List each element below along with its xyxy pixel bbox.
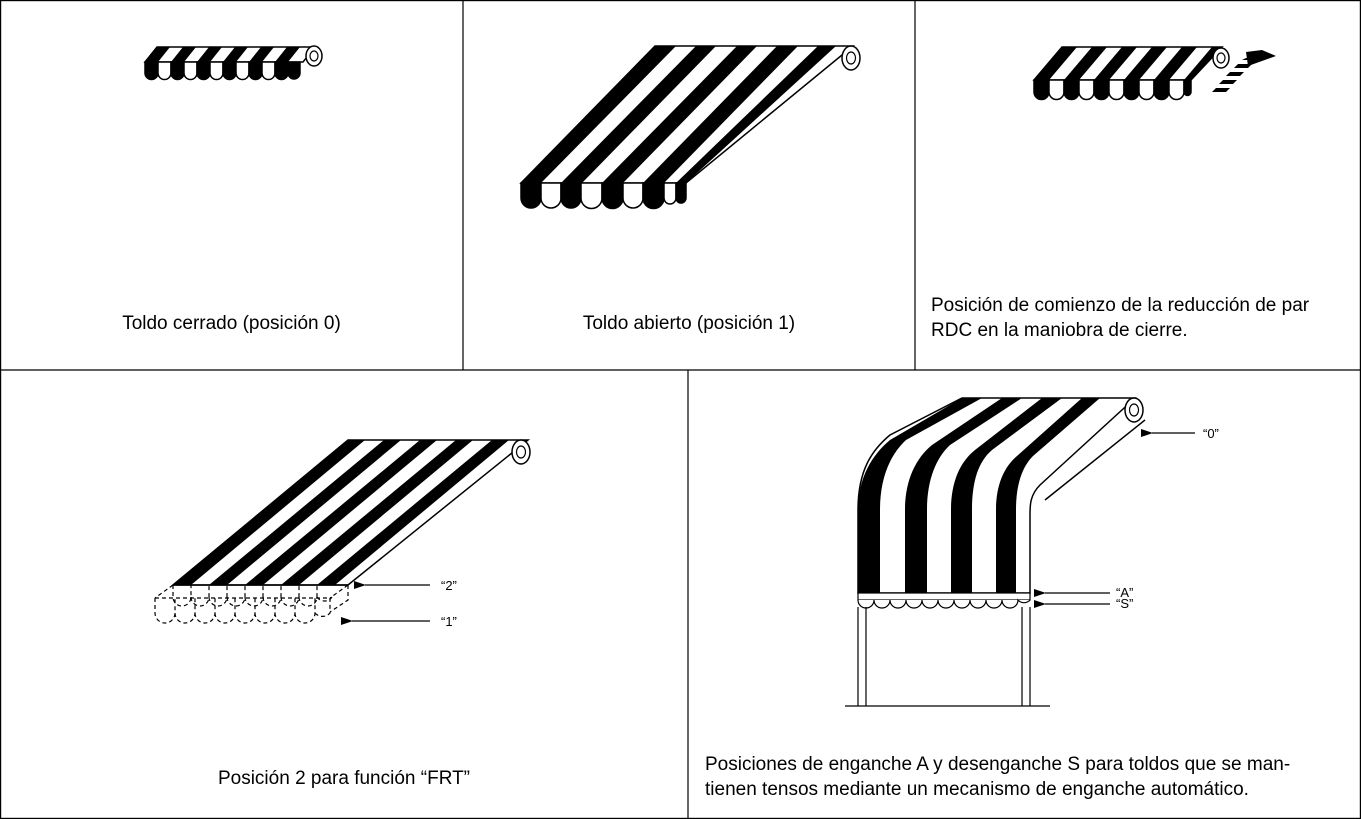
caption-closed: Toldo cerrado (posición 0): [122, 313, 341, 334]
label-S: “S”: [1116, 596, 1133, 611]
caption-lock: Posiciones de enganche A y desenganche S…: [705, 752, 1355, 802]
label-0: “0”: [1203, 426, 1219, 441]
caption-rdc-line1: Posición de comienzo de la reducción de …: [931, 295, 1310, 316]
caption-rdc-line2: RDC en la maniobra de cierre.: [931, 320, 1188, 341]
rdc-awning-illustration: [1032, 46, 1276, 101]
closed-awning-illustration: [143, 45, 323, 81]
caption-lock-line2: tienen tensos mediante un mecanismo de e…: [705, 779, 1249, 800]
label-A: “A”: [1116, 585, 1133, 600]
frt-awning-illustration: “2” “1”: [154, 439, 531, 629]
closing-direction-arrow-icon: [1212, 50, 1276, 92]
caption-rdc: Posición de comienzo de la reducción de …: [931, 293, 1356, 343]
caption-lock-line1: Posiciones de enganche A y desenganche S…: [705, 754, 1291, 775]
lock-awning-illustration: “0” “A” “S”: [845, 397, 1219, 707]
caption-open: Toldo abierto (posición 1): [582, 313, 796, 334]
label-2: “2”: [441, 578, 457, 593]
label-1: “1”: [441, 614, 457, 629]
caption-frt: Posición 2 para función “FRT”: [217, 768, 471, 789]
open-awning-illustration: [519, 45, 861, 210]
